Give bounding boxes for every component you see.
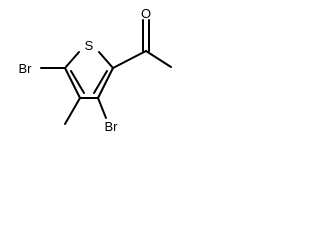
bromine-atom-label-left: Br xyxy=(19,61,33,76)
bond-c3-c2 xyxy=(97,67,114,99)
structure-diagram: S O Br Br xyxy=(0,0,190,148)
bond-carbonyl-methyl xyxy=(145,50,172,68)
bond-s-c2 xyxy=(98,51,114,69)
oxygen-atom-label: O xyxy=(141,6,151,21)
bond-c2-carbonyl xyxy=(112,50,147,69)
bromine-atom-label-bottom: Br xyxy=(105,119,119,134)
bond-c5-c4 xyxy=(64,67,81,99)
bond-c3-c2-inner xyxy=(93,70,108,94)
bond-c4-methyl xyxy=(64,97,81,125)
bond-c5-c4-inner xyxy=(70,70,85,94)
bond-c3-br xyxy=(97,97,107,119)
bond-s-c5 xyxy=(64,51,80,69)
molecule-svg: S O Br Br xyxy=(19,6,172,134)
sulfur-atom-label: S xyxy=(85,38,94,53)
